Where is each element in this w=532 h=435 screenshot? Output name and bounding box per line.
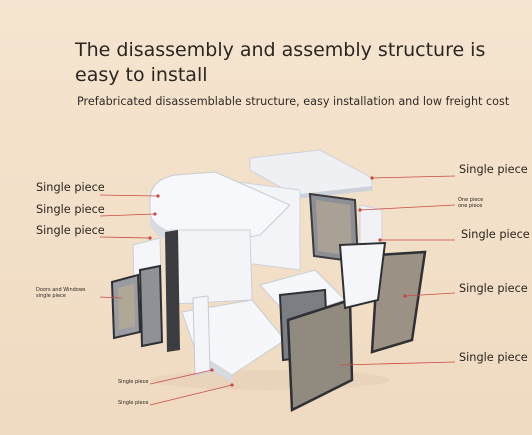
label-right-2: Single piece [461, 228, 530, 241]
front-window-frame-2 [286, 298, 354, 412]
center-wall-panel [169, 229, 253, 305]
label-bottom-2: Single piece [118, 400, 149, 406]
label-left-2: Single piece [36, 203, 105, 216]
page-title: The disassembly and assembly structure i… [75, 39, 486, 86]
leader-dots [148, 176, 407, 387]
center-door-frame [165, 230, 180, 352]
right-door-panel [338, 241, 387, 310]
label-bottom-1: Single piece [118, 379, 149, 385]
label-right-1: Single piece [459, 163, 528, 176]
front-wall-panel [192, 295, 211, 376]
label-right-4: Single piece [459, 351, 528, 364]
leader-lines [99, 175, 456, 406]
label-right-small: One piece one piece [458, 197, 484, 209]
label-right-3: Single piece [459, 282, 528, 295]
ground-shadow [150, 370, 390, 390]
right-window-frame [370, 250, 427, 354]
page-subtitle: Prefabricated disassemblable structure, … [77, 95, 510, 108]
label-left-3: Single piece [36, 224, 105, 237]
label-doors-windows: Doors and Windows single piece [36, 287, 86, 299]
left-door-frame [138, 264, 164, 348]
label-left-1: Single piece [36, 181, 105, 194]
